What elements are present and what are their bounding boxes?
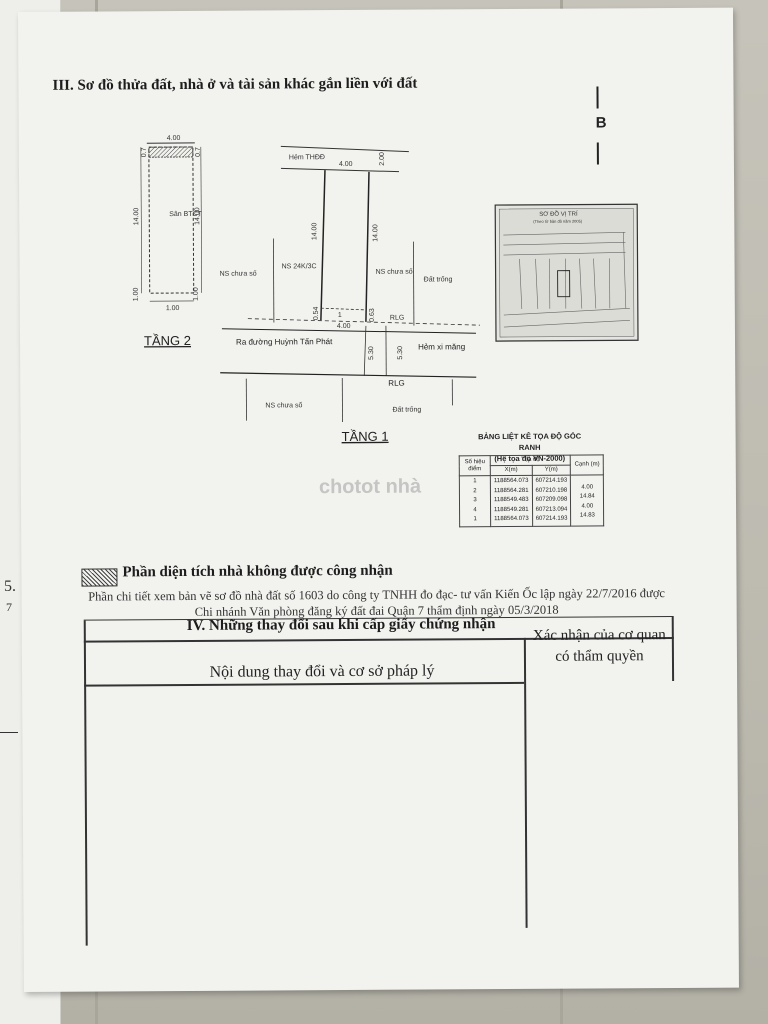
table-rule xyxy=(523,637,528,928)
floor-1-empty-land-bottom: Đất trống xyxy=(392,405,421,414)
floor-2-width-bottom: 1.00 xyxy=(166,305,180,312)
coord-edge: 14.84 xyxy=(579,493,595,500)
floor-1-alley-depth-right: 5.30 xyxy=(397,346,404,360)
coord-point: 2 xyxy=(473,487,477,494)
floor-1-length-left: 14.00 xyxy=(311,223,318,241)
hatch-legend-swatch xyxy=(81,568,118,587)
floor-1-empty-land-right: Đất trống xyxy=(424,274,453,283)
coord-point: 3 xyxy=(473,497,477,504)
floor-1-offset-top: 2.00 xyxy=(379,152,386,166)
coord-header-y: Y(m) xyxy=(531,465,571,476)
site-plan: 4.00 Sân BTCT 14.00 14.00 0.7 0.7 1.00 1… xyxy=(133,135,639,444)
floor-1-road-line-label: RLG xyxy=(388,379,405,388)
coord-y: 607209.098 xyxy=(535,496,568,503)
floor-1-neighbor-bottom-left: NS chưa số xyxy=(265,400,302,409)
changes-column-confirmation: Xác nhận của cơ quan có thẩm quyền xyxy=(532,627,666,665)
floor-1-label: TẦNG 1 xyxy=(342,429,389,444)
coord-y: 607214.193 xyxy=(535,515,568,522)
watermark: chotot nhà xyxy=(318,475,422,499)
detail-note: Phần chi tiết xem bản vẽ sơ đồ nhà đất s… xyxy=(88,586,665,619)
coord-y: 607213.094 xyxy=(535,506,568,513)
floor-2-slab-label: Sân BTCT xyxy=(169,211,202,218)
coord-point: 1 xyxy=(473,478,477,485)
table-rule xyxy=(84,681,525,687)
coord-header-x: X(m) xyxy=(490,465,532,476)
floor-2-length-left: 14.00 xyxy=(133,208,140,226)
coord-edge: 14.83 xyxy=(579,512,595,519)
floor-1-neighbor-right: NS chưa số xyxy=(376,267,413,276)
floor-2-small-top-left: 0.7 xyxy=(141,147,148,157)
floor-2-width-top: 4.00 xyxy=(167,135,181,142)
floor-1-bottom-left-small: 0.54 xyxy=(313,306,320,320)
coord-x: 1188564.281 xyxy=(493,487,529,494)
changes-column-content: Nội dung thay đổi và cơ sở pháp lý xyxy=(209,662,435,681)
coord-header-point: Số hiệu điểm xyxy=(459,455,491,476)
floor-1-corner-mark: RLG xyxy=(390,315,404,322)
coord-y: 607210.198 xyxy=(535,487,568,494)
margin-fragment: 7 xyxy=(6,600,12,614)
floor-2-small-bottom-right: 1.00 xyxy=(193,287,200,301)
table-rule xyxy=(671,617,674,682)
floor-1-drawing: Hẻm THĐĐ 4.00 2.00 14.00 14.00 0.54 0.63… xyxy=(220,145,480,444)
floor-1-road-right: Hẻm xi măng xyxy=(418,342,465,351)
floor-1-bottom-right-small: 0.63 xyxy=(369,308,376,322)
section-4-title: IV. Những thay đổi sau khi cấp giấy chứn… xyxy=(186,616,496,634)
coord-header-coords: Tọa độ xyxy=(490,455,571,466)
location-map: SƠ ĐỒ VỊ TRÍ (Theo tờ bản đồ năm 2005) xyxy=(494,203,639,342)
floor-1-width-top: 4.00 xyxy=(339,161,353,168)
coord-header-edge: Cạnh (m) xyxy=(570,454,604,476)
floor-1-alley-depth-left: 5.30 xyxy=(368,346,375,360)
location-map-title: SƠ ĐỒ VỊ TRÍ xyxy=(539,211,578,218)
coord-x: 1188549.281 xyxy=(494,506,529,513)
floor-2-drawing: 4.00 Sân BTCT 14.00 14.00 0.7 0.7 1.00 1… xyxy=(133,135,203,348)
floor-1-neighbor-middle: NS 24K/3C xyxy=(282,263,317,270)
floor-1-point-mark: 1 xyxy=(338,312,342,319)
floor-1-width-bottom: 4.00 xyxy=(337,323,351,330)
coord-table: Số hiệu điểm Tọa độ Cạnh (m) X(m) Y(m) 1… xyxy=(459,454,605,527)
certificate-page: III. Sơ đồ thửa đất, nhà ở và tài sản kh… xyxy=(18,7,739,992)
coord-y: 607214.193 xyxy=(535,477,568,484)
table-rule xyxy=(83,620,88,946)
hatch-legend-text: Phần diện tích nhà không được công nhận xyxy=(122,562,393,581)
coord-x: 1188564.073 xyxy=(494,515,529,523)
coord-x: 1188564.073 xyxy=(493,477,529,485)
margin-fragment: 5. xyxy=(4,578,16,595)
floor-1-neighbor-left: NS chưa số xyxy=(220,269,257,278)
coord-edge: 4.00 xyxy=(581,484,594,491)
coord-table-title-main: BẢNG LIỆT KÊ TỌA ĐỘ GÓC RANH xyxy=(478,431,582,452)
floor-1-alley-top: Hẻm THĐĐ xyxy=(289,154,325,161)
floor-1-length-right: 14.00 xyxy=(372,224,379,242)
floor-2-length-right: 14.00 xyxy=(194,207,201,225)
floor-1-road-left: Ra đường Huỳnh Tấn Phát xyxy=(236,337,333,347)
floor-2-small-top-right: 0.7 xyxy=(195,147,202,157)
coord-x: 1188549.483 xyxy=(493,496,529,504)
coord-point: 4 xyxy=(473,506,477,513)
coord-edge: 4.00 xyxy=(581,503,594,510)
location-map-subtitle: (Theo tờ bản đồ năm 2005) xyxy=(533,219,583,224)
floor-2-small-bottom-left: 1.00 xyxy=(133,288,140,302)
margin-line xyxy=(0,732,18,733)
floor-2-label: TẦNG 2 xyxy=(144,333,191,348)
coord-point: 1 xyxy=(473,516,477,523)
